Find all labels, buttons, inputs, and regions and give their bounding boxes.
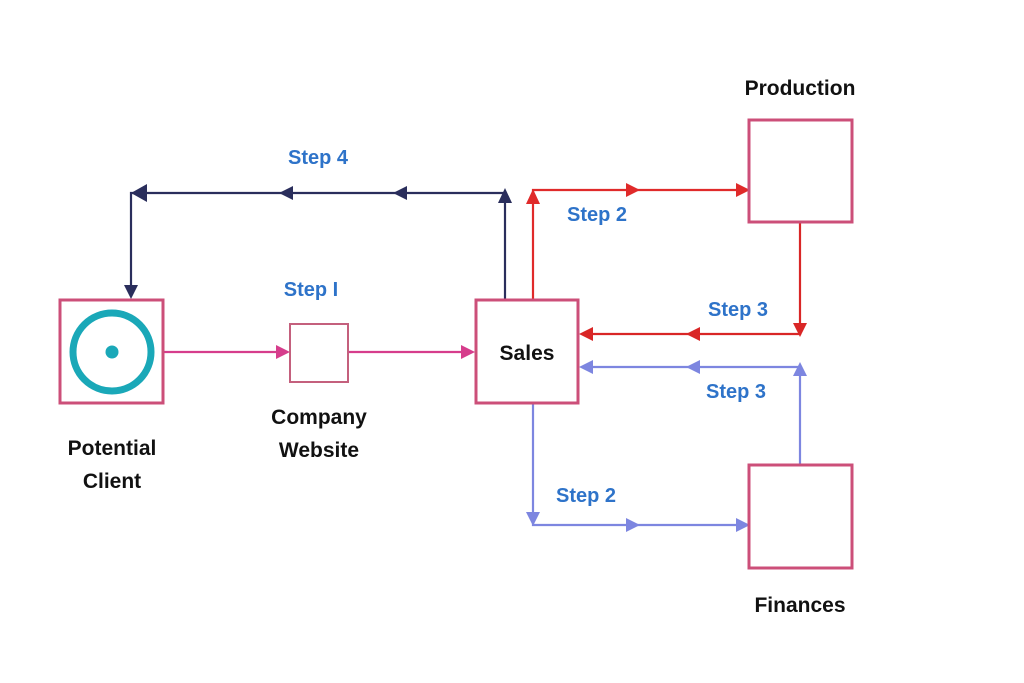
node-potential-client xyxy=(58,298,165,405)
arrowhead-down xyxy=(793,323,807,337)
arrowhead-right xyxy=(736,518,750,532)
potential-client-label-line1: Potential xyxy=(68,437,157,460)
arrowhead-right xyxy=(736,183,750,197)
node-sales: Sales xyxy=(474,298,580,405)
target-icon xyxy=(69,309,155,395)
edge-sales-to-client xyxy=(124,184,512,299)
sales-label: Sales xyxy=(500,342,555,365)
finances-label: Finances xyxy=(754,594,845,617)
edge-production-to-sales xyxy=(579,222,807,341)
node-finances xyxy=(747,463,854,570)
step1-label: Step I xyxy=(284,279,338,301)
step4-label: Step 4 xyxy=(288,147,349,169)
target-center-dot xyxy=(105,345,119,359)
arrowhead-right xyxy=(626,518,640,532)
edge-finances-to-sales xyxy=(579,360,807,464)
arrowhead-down xyxy=(124,285,138,299)
production-label: Production xyxy=(745,77,856,100)
step2-production-label: Step 2 xyxy=(567,204,627,226)
arrowhead-left xyxy=(579,327,593,341)
arrowhead-left xyxy=(686,360,700,374)
arrowhead-up xyxy=(498,188,512,203)
arrowhead-down xyxy=(526,512,540,526)
company-website-label-line1: Company xyxy=(271,406,367,429)
edge-client-to-website xyxy=(164,345,290,359)
step3-production-label: Step 3 xyxy=(708,299,768,321)
arrowhead-left xyxy=(131,184,147,202)
company-website-label-line2: Website xyxy=(279,439,359,462)
arrowhead-up xyxy=(793,362,807,376)
step2-finances-label: Step 2 xyxy=(556,485,616,507)
node-company-website xyxy=(289,323,349,383)
arrowhead-left xyxy=(686,327,700,341)
arrowhead-right xyxy=(461,345,475,359)
arrowhead-left xyxy=(393,186,407,200)
arrowhead-up xyxy=(526,189,540,204)
node-production xyxy=(747,118,854,224)
edge-website-to-sales xyxy=(349,345,475,359)
step3-finances-label: Step 3 xyxy=(706,381,766,403)
arrowhead-left xyxy=(579,360,593,374)
edge-sales-to-finances xyxy=(526,404,750,532)
edge-sales-to-production xyxy=(526,183,750,299)
potential-client-label-line2: Client xyxy=(83,470,141,493)
arrowhead-left xyxy=(279,186,293,200)
arrowhead-right xyxy=(276,345,290,359)
arrowhead-right xyxy=(626,183,640,197)
